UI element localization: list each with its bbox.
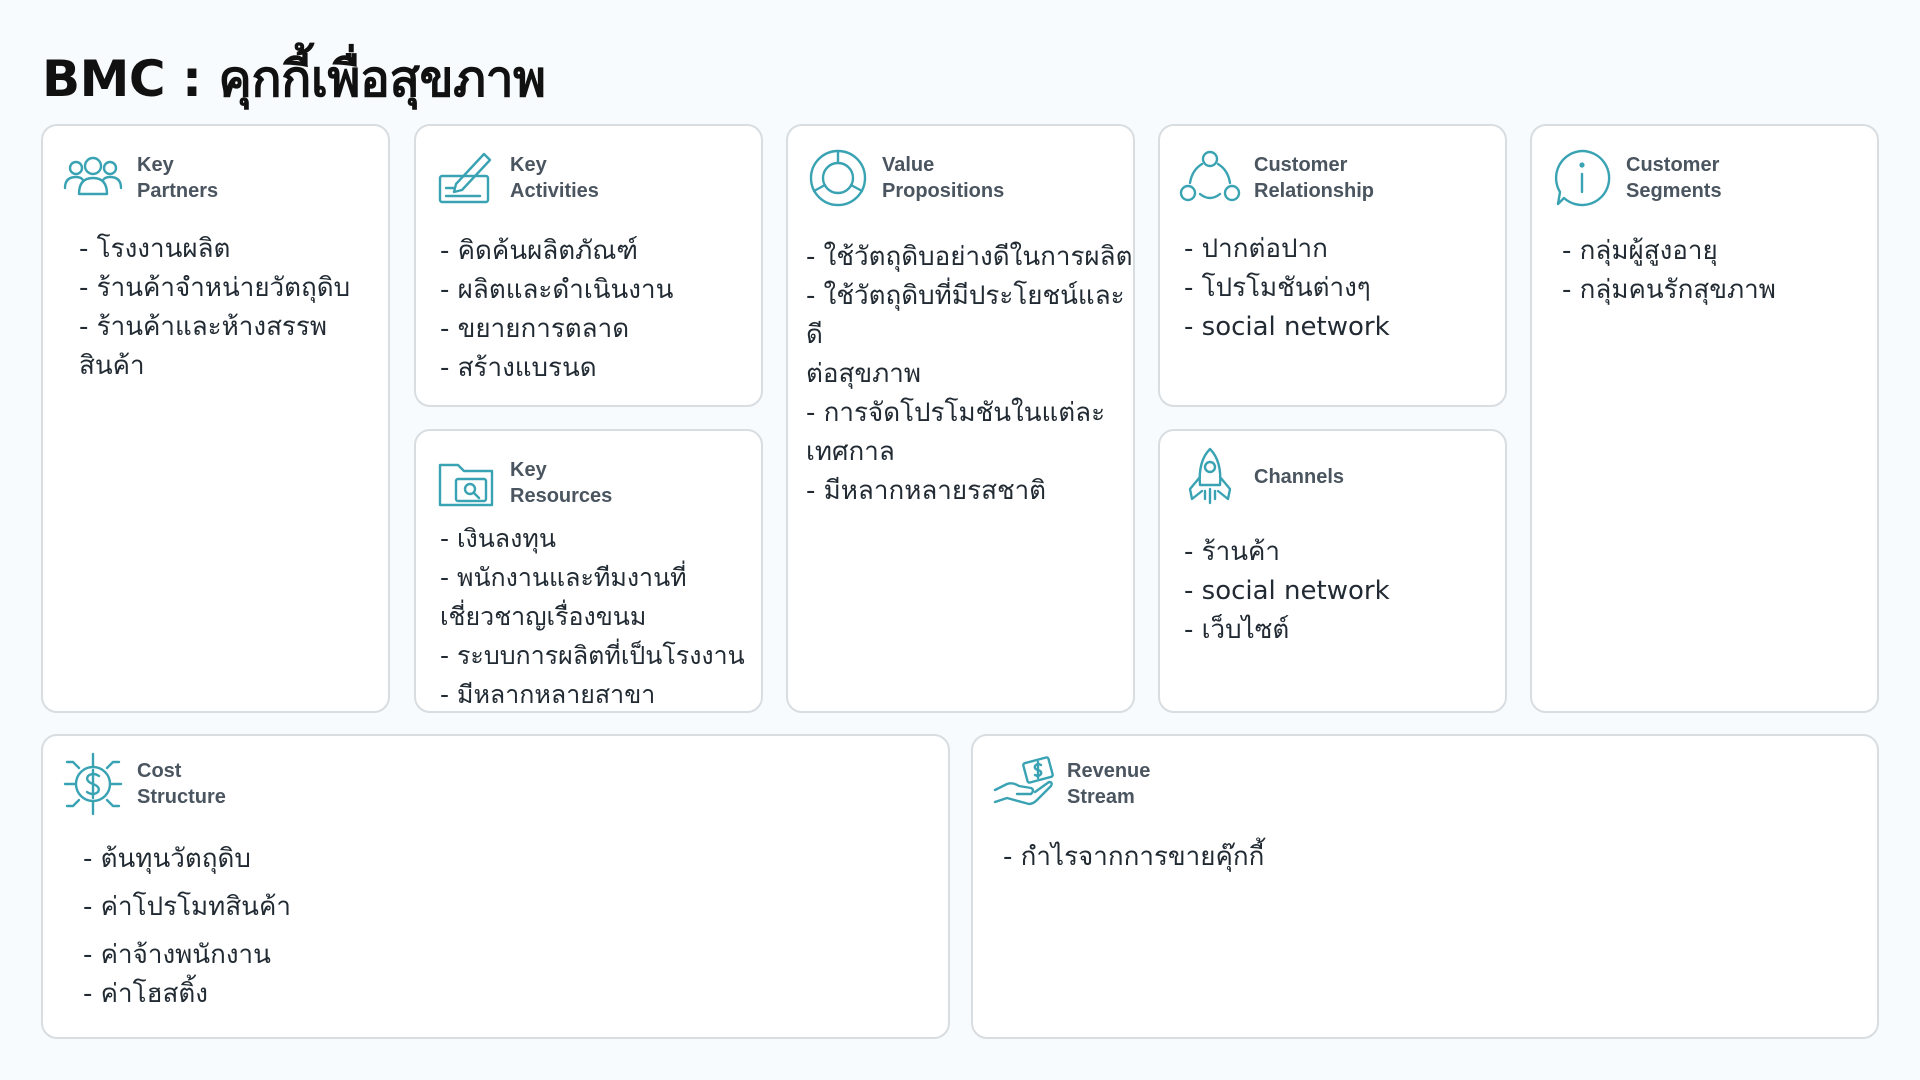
list-item: - ร้านค้าและห้างสรรพ (79, 312, 328, 342)
item-list: - ปากต่อปาก - โปรโมชันต่างๆ - social net… (1184, 230, 1390, 347)
card-customer-relationship: Customer Relationship - ปากต่อปาก - โปรโ… (1158, 124, 1507, 407)
list-item: - มีหลากหลายรสชาติ (806, 476, 1047, 506)
list-item: - กลุ่มคนรักสุขภาพ (1562, 275, 1776, 305)
card-title: Key Resources (510, 459, 613, 507)
item-list: - ต้นทุนวัตถุดิบ - ค่าโปรโมทสินค้า - ค่า… (83, 836, 291, 1009)
hand-money-icon (991, 752, 1055, 816)
list-item: - ค่าโปรโมทสินค้า (83, 892, 291, 922)
list-item: - การจัดโปรโมชันในแต่ละ (806, 398, 1106, 428)
partners-group-icon (61, 146, 125, 210)
pen-writing-icon (434, 146, 498, 210)
list-item: - กำไรจากการขายคุ๊กกี้ (1003, 842, 1265, 872)
people-network-icon (1178, 146, 1242, 210)
list-item: - มีหลากหลายสาขา (440, 680, 656, 709)
item-list: - ร้านค้า - social network - เว็บไซต์ (1184, 533, 1390, 650)
card-title: Customer Segments (1626, 154, 1722, 202)
list-item: - เว็บไซต์ (1184, 615, 1290, 645)
list-item: - สร้างแบรนด (440, 353, 597, 383)
list-item: - กลุ่มผู้สูงอายุ (1562, 236, 1718, 266)
list-item: เชี่ยวชาญเรื่องขนม (440, 602, 647, 631)
card-cost-structure: Cost Structure - ต้นทุนวัตถุดิบ - ค่าโปร… (41, 734, 950, 1039)
card-title: Value Propositions (882, 154, 1005, 202)
card-key-activities: Key Activities - คิดค้นผลิตภัณฑ์ - ผลิตแ… (414, 124, 763, 407)
list-item: ต่อสุขภาพ (806, 359, 922, 389)
list-item: - ผลิตและดำเนินงาน (440, 275, 674, 305)
card-title: Key Activities (510, 154, 599, 202)
list-item: สินค้า (79, 351, 145, 381)
list-item: - ค่าโฮสติ้ง (83, 979, 208, 1009)
list-item: เทศกาล (806, 437, 895, 467)
list-item: - ร้านค้า (1184, 537, 1280, 567)
list-item: - ใช้วัตถุดิบอย่างดีในการผลิต (806, 242, 1133, 272)
card-title: Customer Relationship (1254, 154, 1375, 202)
info-bubble-icon (1550, 146, 1614, 210)
card-channels: Channels - ร้านค้า - social network - เว… (1158, 429, 1507, 713)
list-item: - ใช้วัตถุดิบที่มีประโยชน์และดี (806, 281, 1125, 350)
card-key-resources: Key Resources - เงินลงทุน - พนักงานและที… (414, 429, 763, 713)
list-item: - ระบบการผลิตที่เป็นโรงงาน (440, 641, 745, 670)
folder-search-icon (434, 451, 498, 515)
list-item: - ปากต่อปาก (1184, 234, 1328, 264)
card-revenue-stream: Revenue Stream - กำไรจากการขายคุ๊กกี้ (971, 734, 1879, 1039)
rocket-icon (1178, 445, 1242, 509)
list-item: - social network (1184, 576, 1390, 606)
list-item: - เงินลงทุน (440, 524, 556, 553)
list-item: - โปรโมชันต่างๆ (1184, 273, 1371, 303)
list-item: - พนักงานและทีมงานที่ (440, 563, 687, 592)
card-title: Key Partners (137, 154, 219, 202)
list-item: - ขยายการตลาด (440, 314, 630, 344)
page-title: BMC : คุกกี้เพื่อสุขภาพ (42, 50, 546, 108)
list-item: - social network (1184, 312, 1390, 342)
card-title: Revenue Stream (1067, 760, 1151, 808)
list-item: - ร้านค้าจำหน่ายวัตถุดิบ (79, 273, 351, 303)
card-value-propositions: Value Propositions - ใช้วัตถุดิบอย่างดีใ… (786, 124, 1135, 713)
item-list: - คิดค้นผลิตภัณฑ์ - ผลิตและดำเนินงาน - ข… (440, 232, 673, 388)
card-title: Cost Structure (137, 760, 226, 808)
list-item: - คิดค้นผลิตภัณฑ์ (440, 236, 638, 266)
list-item: - ต้นทุนวัตถุดิบ (83, 844, 251, 874)
item-list: - กลุ่มผู้สูงอายุ - กลุ่มคนรักสุขภาพ (1562, 232, 1776, 310)
list-item: - โรงงานผลิต (79, 234, 231, 264)
card-customer-segments: Customer Segments - กลุ่มผู้สูงอายุ - กล… (1530, 124, 1879, 713)
item-list: - โรงงานผลิต - ร้านค้าจำหน่ายวัตถุดิบ - … (79, 230, 350, 386)
item-list: - ใช้วัตถุดิบอย่างดีในการผลิต - ใช้วัตถุ… (806, 238, 1133, 511)
item-list: - เงินลงทุน - พนักงานและทีมงานที่ เชี่ยว… (440, 519, 745, 714)
list-item: - ค่าจ้างพนักงาน (83, 940, 271, 970)
card-key-partners: Key Partners - โรงงานผลิต - ร้านค้าจำหน่… (41, 124, 390, 713)
dollar-circuit-icon (61, 752, 125, 816)
card-title: Channels (1254, 466, 1345, 488)
value-target-icon (806, 146, 870, 210)
item-list: - กำไรจากการขายคุ๊กกี้ (1003, 838, 1264, 877)
